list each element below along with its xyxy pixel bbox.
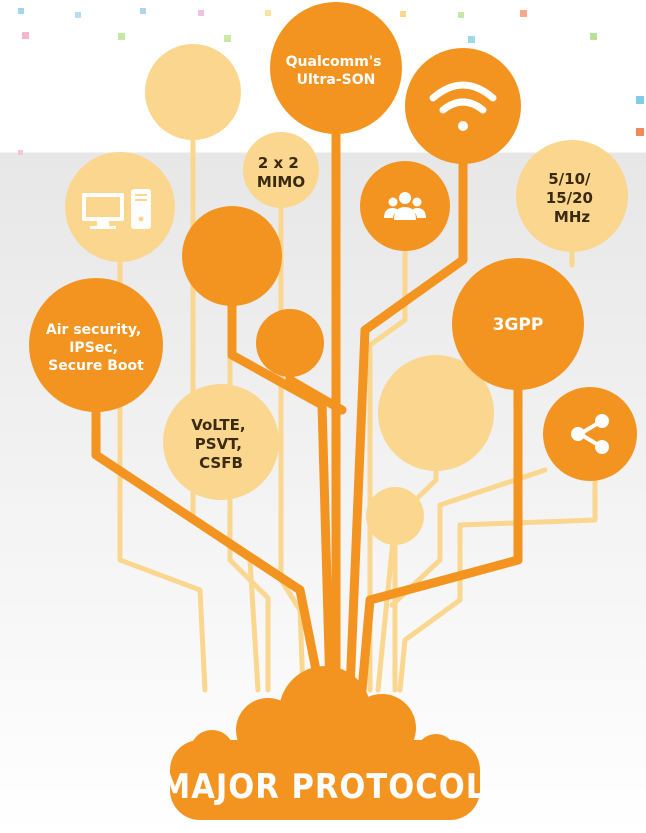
node-bandwidth [516,140,628,252]
security-label: Air security, IPSec, Secure Boot [46,322,146,374]
node-ultra-son [270,2,402,134]
decorative-pixels [18,8,644,155]
cloud [170,666,480,820]
node-blank-orange [182,206,282,306]
computer-icon [82,189,151,229]
node-blank-middle [378,355,494,471]
node-share [543,387,637,481]
cloud-title: MAJOR PROTOCOL [160,767,486,807]
orange-branches [91,95,523,695]
users-icon [384,192,426,220]
bandwidth-label: 5/10/ 15/20 MHz [546,170,598,226]
node-blank-small [366,487,424,545]
node-blank-orange-small [256,309,324,377]
wifi-icon [429,81,497,131]
ultra-son-label: Qualcomm's Ultra-SON [286,54,387,88]
share-icon [571,414,609,454]
node-security [29,278,163,412]
mimo-label: 2 x 2 MIMO [257,154,305,191]
voice-label: VoLTE, PSVT, CSFB [191,416,251,472]
node-3gpp [452,258,584,390]
node-users [360,161,450,251]
node-voice [163,384,279,500]
gpp-label: 3GPP [493,315,544,335]
node-wifi [405,48,521,164]
node-blank-top [145,44,241,140]
node-mimo [243,132,319,208]
